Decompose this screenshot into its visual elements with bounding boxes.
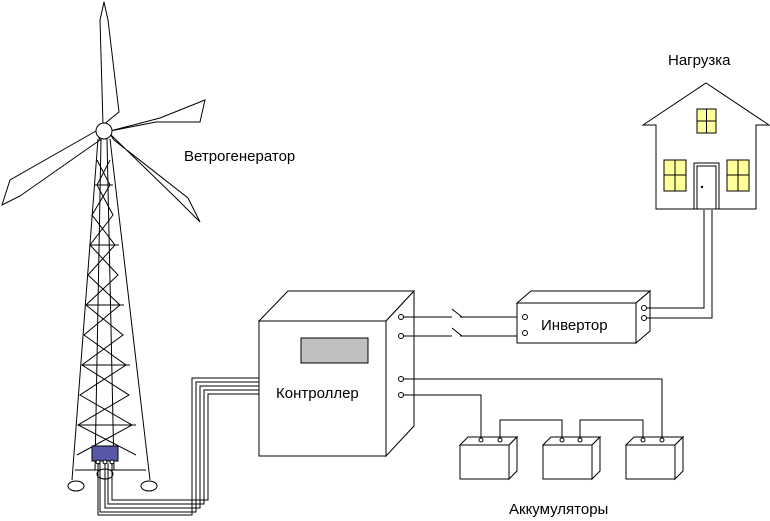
lattice-tower — [71, 138, 151, 481]
turbine-tail — [109, 99, 206, 132]
inverter — [515, 289, 652, 345]
controller-terminal — [398, 333, 404, 339]
load-label: Нагрузка — [668, 52, 731, 69]
house-door-knob — [700, 185, 704, 189]
turbine-blade-left — [1, 130, 101, 206]
house — [641, 82, 770, 210]
battery-terminal — [478, 437, 484, 443]
inverter-terminal — [522, 330, 528, 336]
battery-3 — [624, 435, 685, 481]
inverter-terminal — [641, 305, 647, 311]
battery-terminal — [559, 437, 565, 443]
controller-terminal — [398, 392, 404, 398]
wind-turbine — [1, 1, 206, 492]
generator-cables — [97, 377, 260, 516]
battery-terminal — [577, 437, 583, 443]
controller-terminal — [398, 376, 404, 382]
turbine-blade-right — [109, 133, 201, 223]
battery-2 — [541, 435, 602, 481]
inverter-terminal — [522, 314, 528, 320]
battery-terminal — [640, 437, 646, 443]
turbine-blade-top — [99, 1, 120, 127]
controller — [257, 289, 416, 458]
battery-1 — [458, 435, 519, 481]
inverter-label: Инвертор — [541, 317, 608, 334]
inverter-terminal — [641, 315, 647, 321]
batteries-label: Аккумуляторы — [509, 501, 608, 518]
controller-label: Контроллер — [276, 385, 359, 402]
controller-inverter-wires — [403, 308, 524, 337]
tower-foot-right — [140, 480, 158, 492]
controller-display — [300, 337, 369, 364]
wind-generator-label: Ветрогенератор — [184, 148, 295, 165]
turbine-hub — [95, 122, 113, 140]
inverter-house-wires — [646, 210, 713, 319]
inverter-front — [516, 302, 637, 344]
controller-battery-wires — [403, 378, 663, 440]
generator-box — [91, 445, 119, 462]
battery-terminal — [659, 437, 665, 443]
house-door-inner — [696, 165, 717, 210]
battery-terminal — [497, 437, 503, 443]
tower-foot-left — [67, 480, 85, 492]
controller-terminal — [398, 314, 404, 320]
inverter-top — [515, 290, 652, 304]
